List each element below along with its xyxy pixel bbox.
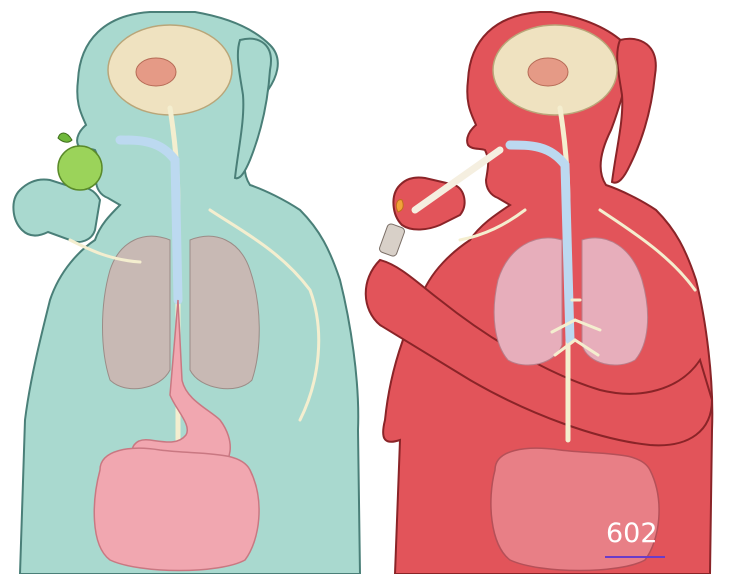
- lighter-icon: [378, 223, 405, 257]
- left-brain-center: [136, 58, 176, 86]
- left-figure: [13, 12, 360, 574]
- right-figure: [366, 12, 713, 574]
- apple-leaf-icon: [58, 133, 72, 142]
- right-brain-center: [528, 58, 568, 86]
- apple-icon: [58, 146, 102, 190]
- page-number: 602: [606, 519, 668, 549]
- right-intestines: [491, 448, 659, 570]
- page-number-underline: [605, 556, 665, 558]
- left-intestines: [94, 448, 259, 570]
